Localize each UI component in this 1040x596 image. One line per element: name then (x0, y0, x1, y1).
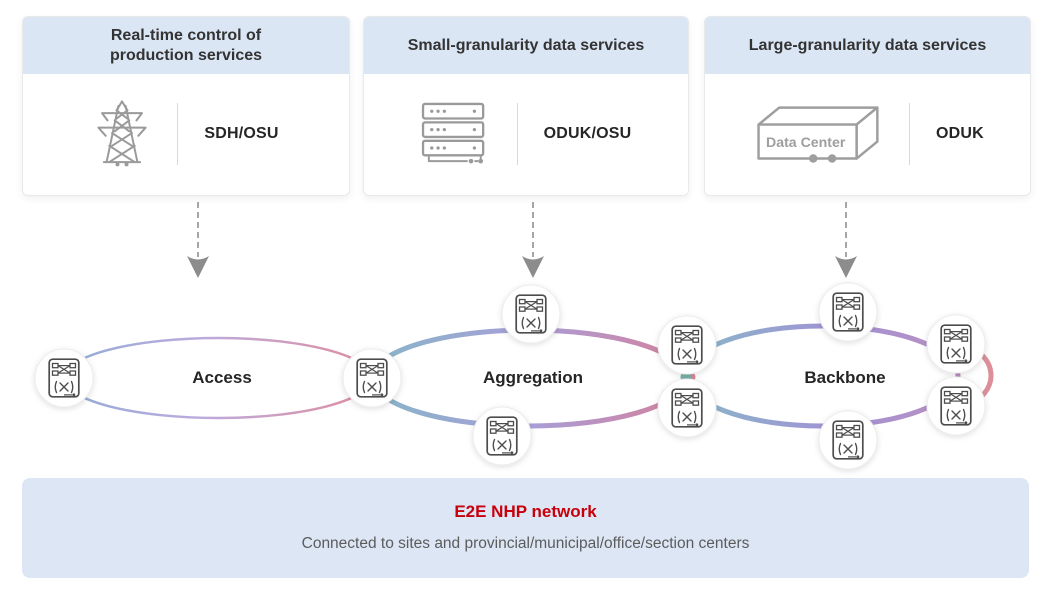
network-node-backbone-right-top (926, 314, 986, 374)
network-node-backbone-top (818, 282, 878, 342)
card-small-granularity-title: Small-granularity data services (407, 36, 645, 54)
card-small-granularity-tech: ODUK/OSU (543, 124, 632, 142)
card-realtime-control: Real-time control of production services… (22, 16, 350, 196)
card-divider (177, 102, 179, 165)
card-realtime-control-tech: SDH/OSU (204, 124, 279, 142)
cross-connect-icon (48, 358, 80, 398)
card-realtime-control-header: Real-time control of production services (23, 17, 349, 74)
backbone-ring-label: Backbone (804, 368, 886, 387)
cross-connect-icon (515, 294, 547, 334)
cross-connect-icon (486, 416, 518, 456)
banner-title: E2E NHP network (454, 502, 597, 521)
arrow-down-icon (522, 202, 544, 278)
network-node-backbone-bottom (818, 410, 878, 470)
aggregation-ring-label: Aggregation (482, 368, 584, 387)
card-large-granularity-header: Large-granularity data services (705, 17, 1030, 74)
cross-connect-icon (832, 292, 864, 332)
network-node-access-left (34, 348, 94, 408)
network-node-access-right (342, 348, 402, 408)
card-realtime-control-body: SDH/OSU (23, 74, 349, 193)
arrow-down-icon (835, 202, 857, 278)
card-large-granularity-tech: ODUK (936, 124, 984, 142)
card-divider (516, 102, 518, 165)
transmission-tower-icon (97, 99, 147, 166)
network-node-aggregation-top (501, 284, 561, 344)
data-center-icon-text: Data Center (766, 134, 846, 150)
card-large-granularity-body: Data Center ODUK (705, 74, 1030, 193)
cross-connect-icon (671, 388, 703, 428)
cross-connect-icon (671, 325, 703, 365)
card-divider (909, 102, 911, 165)
network-node-junction-bottom (657, 378, 717, 438)
cross-connect-icon (940, 386, 972, 426)
network-node-junction-top (657, 315, 717, 375)
network-node-backbone-right-bottom (926, 376, 986, 436)
card-small-granularity-header: Small-granularity data services (364, 17, 688, 74)
cross-connect-icon (832, 420, 864, 460)
card-small-granularity: Small-granularity data services ODUK/OSU (363, 16, 689, 196)
cross-connect-icon (940, 324, 972, 364)
card-small-granularity-body: ODUK/OSU (364, 74, 688, 193)
arrow-down-icon (187, 202, 209, 278)
banner-subtitle: Connected to sites and provincial/munici… (301, 535, 750, 552)
server-rack-icon (421, 102, 484, 163)
network-node-aggregation-bottom (472, 406, 532, 466)
card-realtime-control-title: Real-time control of production services (109, 26, 263, 64)
cross-connect-icon (356, 358, 388, 398)
access-ring-label: Access (192, 368, 252, 387)
card-large-granularity: Large-granularity data services Data Cen… (704, 16, 1031, 196)
e2e-nhp-network-banner: E2E NHP network Connected to sites and p… (22, 478, 1029, 578)
card-large-granularity-title: Large-granularity data services (748, 36, 987, 54)
data-center-icon: Data Center (757, 105, 879, 163)
